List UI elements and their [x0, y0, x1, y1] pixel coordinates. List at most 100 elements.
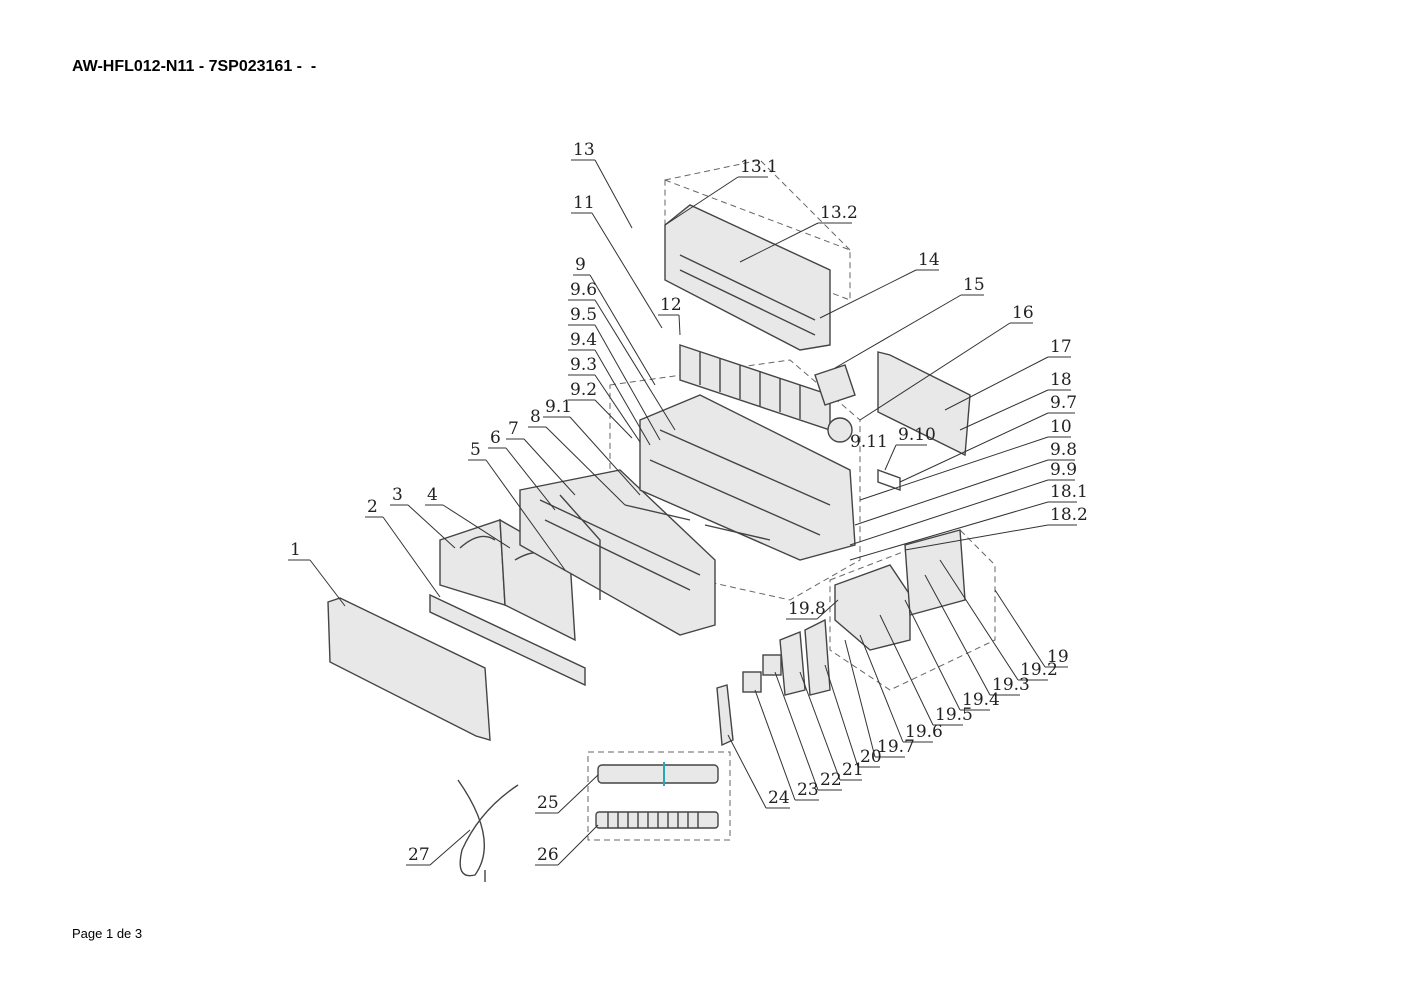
callout-23: 23: [797, 780, 819, 800]
part-sensor-23: [742, 671, 762, 693]
label-9-4: 9.4: [568, 330, 651, 446]
callout-17: 17: [1050, 337, 1072, 357]
callout-19-8: 19.8: [788, 599, 826, 619]
callout-9-8: 9.8: [1050, 440, 1077, 460]
callout-11: 11: [573, 193, 595, 213]
part-bracket: [877, 469, 901, 491]
label-9-7: 9.7: [899, 393, 1077, 483]
label-23: 23: [754, 689, 819, 801]
label-19-6: 19.6: [859, 634, 943, 743]
callout-9-5: 9.5: [570, 305, 597, 325]
label-9-5: 9.5: [568, 305, 661, 441]
part-motor: [827, 417, 853, 443]
callout-18-2: 18.2: [1050, 505, 1088, 525]
callout-19-6: 19.6: [905, 722, 943, 742]
page-footer: Page 1 de 3: [72, 926, 143, 941]
callout-9-1: 9.1: [545, 397, 572, 417]
label-19-7: 19.7: [844, 639, 915, 758]
callout-1: 1: [290, 540, 301, 560]
callout-21: 21: [842, 760, 864, 780]
callout-8: 8: [530, 407, 541, 427]
callout-9-3: 9.3: [570, 355, 597, 375]
label-20: 20: [824, 664, 882, 768]
label-7: 7: [506, 419, 576, 496]
label-13: 13: [571, 140, 633, 229]
label-19-8: 19.8: [786, 599, 839, 620]
box-25-26: [587, 751, 731, 841]
label-9-2: 9.2: [568, 380, 633, 439]
callout-22: 22: [820, 770, 842, 790]
callout-9-9: 9.9: [1050, 460, 1077, 480]
callout-9-7: 9.7: [1050, 393, 1077, 413]
callout-9-2: 9.2: [570, 380, 597, 400]
part-control-box: [834, 564, 911, 651]
callout-13-1: 13.1: [740, 157, 778, 177]
label-13-2: 13.2: [739, 203, 858, 263]
callout-19-2: 19.2: [1020, 660, 1058, 680]
label-19-4: 19.4: [904, 599, 1000, 711]
label-27: 27: [406, 829, 471, 866]
callout-2: 2: [367, 497, 378, 517]
label-9-6: 9.6: [568, 280, 676, 431]
box-13: [664, 159, 851, 301]
callout-18: 18: [1050, 370, 1072, 390]
label-9-10: 9.10: [884, 425, 936, 471]
callout-5: 5: [470, 440, 481, 460]
callout-19-4: 19.4: [962, 690, 1000, 710]
callout-9-10: 9.10: [898, 425, 936, 445]
page-title: AW-HFL012-N11 - 7SP023161 - -: [72, 58, 317, 75]
callout-13-2: 13.2: [820, 203, 858, 223]
label-19: 19: [994, 589, 1069, 668]
part-control-cover: [904, 529, 966, 616]
part-drain-pipe: [597, 764, 719, 784]
label-26: 26: [535, 824, 599, 866]
box-9: [609, 359, 861, 601]
callout-9: 9: [575, 255, 586, 275]
part-sensor-22: [762, 654, 782, 676]
callout-14: 14: [918, 250, 940, 270]
label-12: 12: [658, 295, 682, 336]
label-16: 16: [859, 303, 1034, 421]
label-4: 4: [425, 485, 511, 549]
label-18: 18: [959, 370, 1072, 431]
part-chassis: [639, 394, 856, 561]
label-9-11: 9.11: [850, 432, 888, 452]
callout-19-3: 19.3: [992, 675, 1030, 695]
callout-24: 24: [768, 788, 790, 808]
label-17: 17: [944, 337, 1072, 411]
callout-9-11: 9.11: [850, 432, 888, 452]
label-9-1: 9.1: [543, 397, 641, 496]
label-25: 25: [535, 774, 599, 814]
part-evaporator: [664, 204, 831, 351]
label-5: 5: [468, 440, 566, 571]
callout-27: 27: [408, 845, 430, 865]
part-cable: [457, 779, 519, 877]
callout-3: 3: [392, 485, 403, 505]
part-display-strip: [429, 593, 586, 687]
callout-7: 7: [508, 419, 519, 439]
callout-9-6: 9.6: [570, 280, 597, 300]
callout-19-5: 19.5: [935, 705, 973, 725]
label-14: 14: [819, 250, 940, 319]
callout-20: 20: [860, 747, 882, 767]
label-9-8: 9.8: [854, 440, 1077, 526]
callout-12: 12: [660, 295, 682, 315]
callout-9-4: 9.4: [570, 330, 597, 350]
label-21: 21: [799, 671, 864, 781]
part-front-frame: [519, 469, 716, 636]
callout-19: 19: [1047, 647, 1069, 667]
label-18-1: 18.1: [849, 482, 1088, 561]
label-15: 15: [834, 275, 985, 369]
callout-4: 4: [427, 485, 438, 505]
callout-15: 15: [963, 275, 985, 295]
part-pcb-21: [779, 630, 806, 696]
label-9-9: 9.9: [849, 460, 1077, 546]
label-19-5: 19.5: [879, 614, 973, 726]
label-1: 1: [288, 540, 346, 607]
callout-18-1: 18.1: [1050, 482, 1088, 502]
callout-6: 6: [490, 428, 501, 448]
callout-10: 10: [1050, 417, 1072, 437]
label-13-1: 13.1: [664, 157, 778, 226]
label-9: 9: [573, 255, 656, 386]
